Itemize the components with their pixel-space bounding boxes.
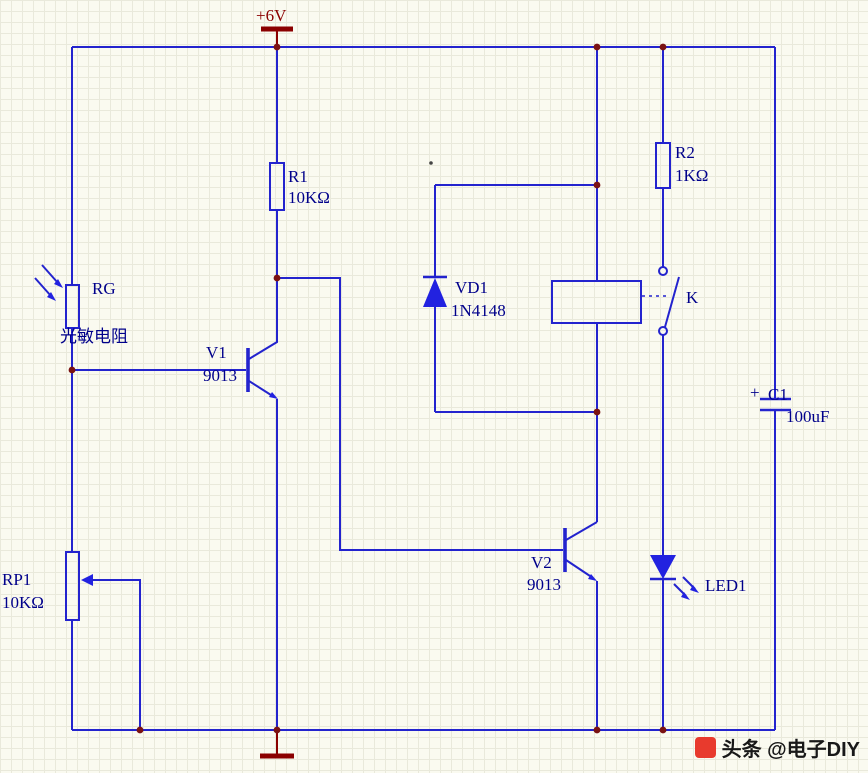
r2-designator: R2: [675, 143, 695, 162]
v1-emitter-arrowhead: [269, 392, 278, 399]
junction-dot: [273, 43, 281, 51]
junction-dot: [68, 366, 76, 374]
c1-designator: C1: [768, 385, 788, 404]
v2-value: 9013: [527, 575, 561, 594]
vd1-triangle: [423, 278, 447, 307]
junction-dot: [273, 274, 281, 282]
rg-body: [65, 284, 80, 329]
vd1-designator: VD1: [455, 278, 488, 297]
k-designator: K: [686, 288, 699, 307]
relay-coil-body: [551, 280, 642, 324]
k-contact-terminal: [658, 326, 668, 336]
junction-dot: [593, 726, 601, 734]
watermark-text: 头条 @电子DIY: [721, 739, 860, 761]
led1-triangle: [650, 555, 676, 579]
power-rails: [71, 46, 776, 731]
v1-designator: V1: [206, 343, 227, 362]
toutiao-logo-icon: [694, 737, 716, 758]
junction-dots: [68, 43, 667, 734]
k-contact-terminal: [658, 266, 668, 276]
rg-designator: RG: [92, 279, 116, 298]
v1-collector: [248, 278, 278, 360]
rp1-value: 10KΩ: [2, 593, 44, 612]
c1-value: 100uF: [786, 407, 829, 426]
resistor-r1: R1 10KΩ: [269, 47, 330, 278]
led1-emission-arrowhead: [681, 592, 690, 600]
junction-dot: [659, 43, 667, 51]
stray-dot: [429, 161, 433, 165]
v1-emitter: [248, 380, 272, 396]
rg-light-arrow: [41, 264, 59, 284]
relay-contact-k: K: [642, 266, 699, 555]
potentiometer-rp1: RP1 10KΩ: [2, 551, 141, 730]
transistor-v1: V1 9013: [72, 278, 278, 730]
junction-dot: [593, 408, 601, 416]
c1-polarity-mark: +: [750, 383, 760, 402]
capacitor-c1: + C1 100uF: [750, 383, 829, 426]
rg-value: 光敏电阻: [60, 327, 128, 346]
r1-body: [269, 162, 285, 211]
photoresistor-rg: RG 光敏电阻: [34, 264, 128, 346]
rg-light-arrow: [34, 277, 52, 297]
junction-dot: [136, 726, 144, 734]
r2-value: 1KΩ: [675, 166, 708, 185]
led1-emission-arrowhead: [690, 585, 699, 593]
ground-symbol: [260, 730, 294, 759]
rg-light-arrowhead: [54, 279, 63, 288]
v2-emitter: [565, 559, 591, 577]
led1-designator: LED1: [705, 576, 747, 595]
rp1-body: [65, 551, 80, 621]
rp1-designator: RP1: [2, 570, 31, 589]
v1-value: 9013: [203, 366, 237, 385]
r2-body: [655, 142, 671, 189]
k-contact-arm: [664, 276, 680, 328]
rg-light-arrowhead: [47, 292, 56, 301]
v2-designator: V2: [531, 553, 552, 572]
collector-to-base-wire: [277, 277, 563, 551]
led-led1: LED1: [650, 555, 747, 730]
r1-designator: R1: [288, 167, 308, 186]
rp1-wiper-wire: [92, 579, 141, 730]
watermark: 头条 @电子DIY: [694, 733, 860, 762]
junction-dot: [593, 43, 601, 51]
rp1-wiper-arrowhead: [81, 574, 93, 586]
relay-coil: [551, 47, 642, 522]
resistor-r2: R2 1KΩ: [655, 47, 708, 267]
v2-emitter-arrowhead: [588, 574, 597, 581]
r1-value: 10KΩ: [288, 188, 330, 207]
diode-vd1: VD1 1N4148: [423, 184, 597, 413]
vd1-value: 1N4148: [451, 301, 506, 320]
junction-dot: [659, 726, 667, 734]
junction-dot: [593, 181, 601, 189]
vcc-symbol: +6V: [256, 6, 293, 47]
junction-dot: [273, 726, 281, 734]
transistor-v2: V2 9013: [527, 521, 598, 730]
vcc-label: +6V: [256, 6, 287, 25]
v2-collector: [565, 521, 598, 541]
